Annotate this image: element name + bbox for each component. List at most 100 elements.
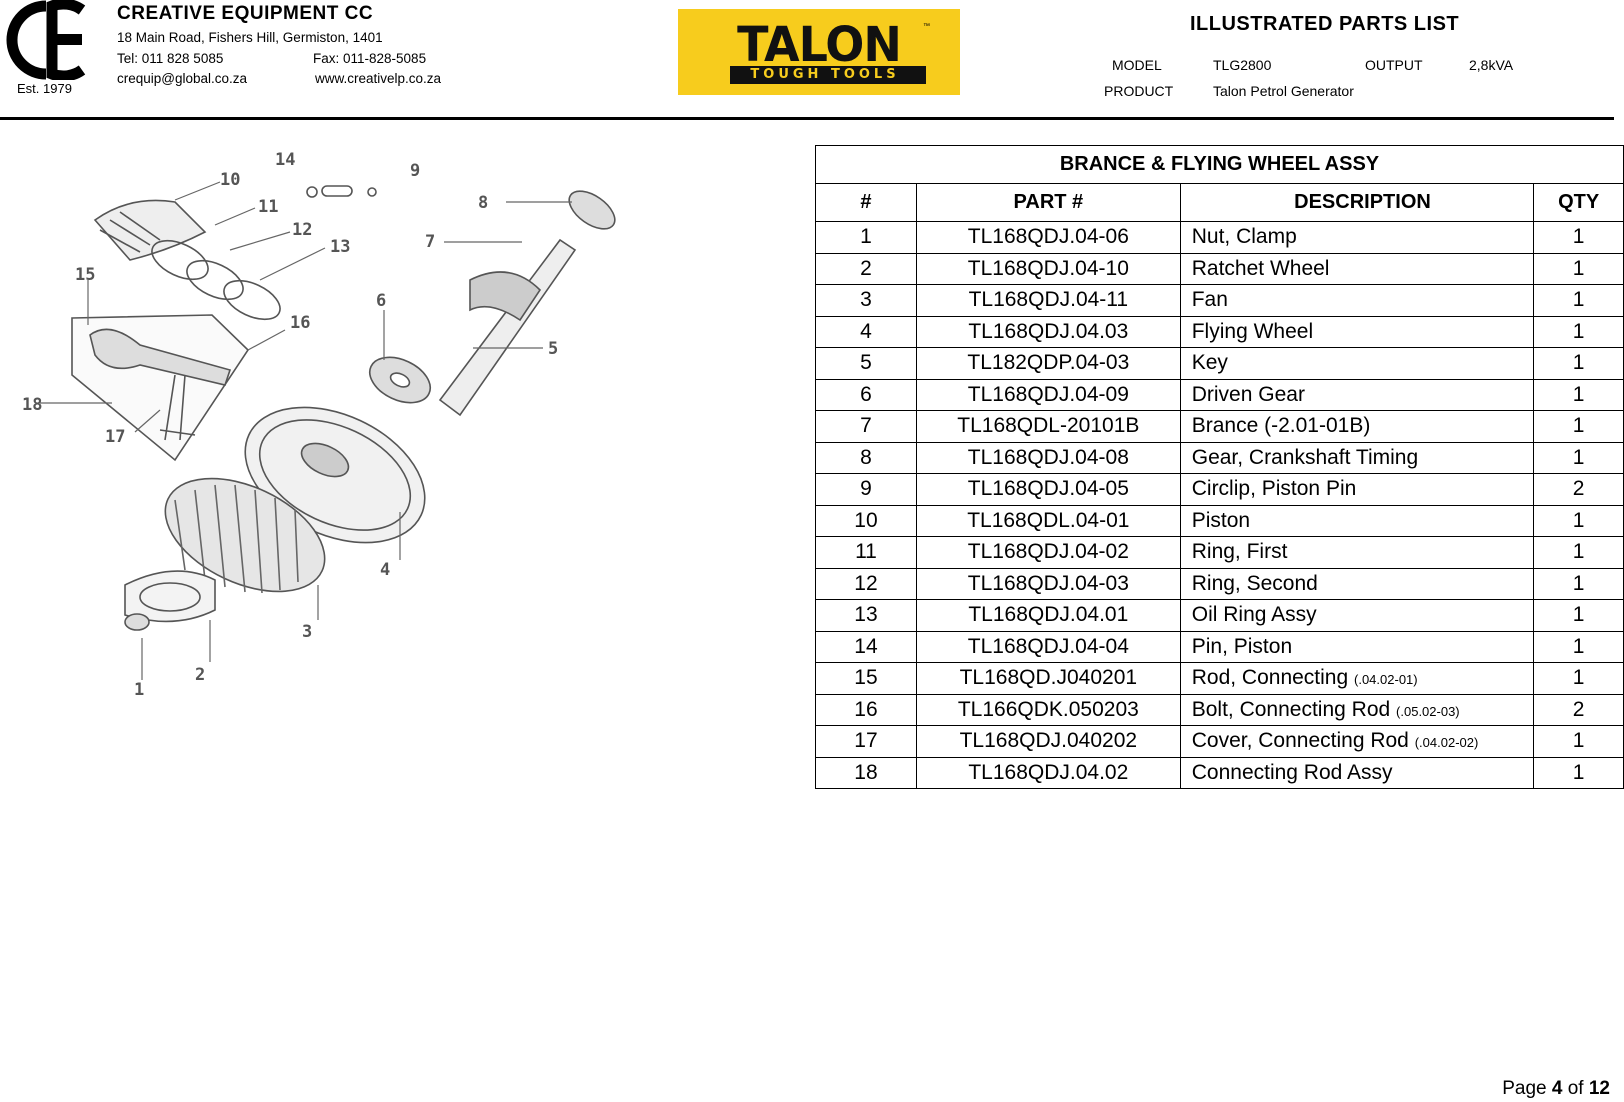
cell-description-text: Circlip, Piston Pin — [1191, 477, 1357, 501]
cell-description: Pin, Piston — [1179, 630, 1535, 663]
model-value: TLG2800 — [1213, 57, 1272, 73]
cell-quantity: 1 — [1533, 504, 1624, 537]
cell-quantity: 1 — [1533, 410, 1624, 443]
cell-quantity-text: 1 — [1572, 571, 1585, 595]
cell-description-text: Ring, Second — [1191, 571, 1318, 595]
cell-quantity-text: 1 — [1572, 666, 1585, 690]
table-row: 12 TL168QDJ.04-03 Ring, Second 1 — [815, 567, 1624, 600]
cell-item-number-text: 10 — [854, 508, 878, 532]
cell-quantity: 1 — [1533, 315, 1624, 348]
cell-description: Key — [1179, 347, 1535, 380]
company-website[interactable]: www.creativelp.co.za — [315, 71, 442, 86]
cell-quantity-text: 1 — [1572, 351, 1585, 375]
company-phone: Tel: 011 828 5085 — [117, 51, 224, 66]
cell-quantity: 1 — [1533, 378, 1624, 411]
company-email[interactable]: crequip@global.co.za — [117, 71, 248, 86]
established-year: Est. 1979 — [17, 81, 72, 96]
cell-description: Bolt, Connecting Rod (.05.02-03) — [1179, 693, 1535, 726]
cell-item-number: 3 — [815, 284, 917, 317]
cell-part-number-text: TL168QDJ.04.01 — [968, 603, 1129, 627]
cell-quantity-text: 1 — [1572, 319, 1585, 343]
cell-description-note: (.04.02-01) — [1354, 672, 1418, 688]
cell-description: Piston — [1179, 504, 1535, 537]
callout-2: 2 — [195, 665, 205, 685]
cell-part-number-text: TL168QDJ.04-03 — [967, 571, 1129, 595]
cell-part-number-text: TL168QDL.04-01 — [967, 508, 1130, 532]
cell-item-number: 10 — [815, 504, 917, 537]
cell-item-number-text: 5 — [860, 351, 872, 375]
cell-description: Ring, First — [1179, 536, 1535, 569]
talon-logo-word: TALON — [737, 15, 902, 73]
cell-quantity: 1 — [1533, 662, 1624, 695]
callout-6: 6 — [376, 291, 386, 311]
cell-quantity: 1 — [1533, 252, 1624, 285]
cell-item-number: 1 — [815, 221, 917, 254]
cell-quantity-text: 1 — [1572, 508, 1585, 532]
talon-tagline-bar — [730, 66, 926, 84]
cell-description-text: Bolt, Connecting Rod — [1191, 697, 1391, 721]
cell-item-number-text: 3 — [860, 288, 872, 312]
cell-quantity-text: 1 — [1572, 760, 1585, 784]
cell-item-number-text: 6 — [860, 382, 872, 406]
cell-part-number: TL166QDK.050203 — [915, 693, 1181, 726]
cell-item-number: 12 — [815, 567, 917, 600]
cell-item-number-text: 18 — [854, 760, 878, 784]
cell-item-number-text: 13 — [854, 603, 878, 627]
cell-part-number: TL168QDJ.04-06 — [915, 221, 1181, 254]
cell-item-number-text: 12 — [854, 571, 878, 595]
callout-16: 16 — [290, 313, 310, 333]
cell-quantity: 1 — [1533, 567, 1624, 600]
cell-quantity: 1 — [1533, 536, 1624, 569]
parts-table: BRANCE & FLYING WHEEL ASSY # PART # DESC… — [815, 145, 1624, 789]
cell-part-number: TL168QDJ.04.02 — [915, 756, 1181, 789]
cell-quantity: 1 — [1533, 725, 1624, 758]
cell-description-text: Gear, Crankshaft Timing — [1191, 445, 1419, 469]
cell-item-number-text: 1 — [860, 225, 872, 249]
cell-part-number-text: TL168QDJ.04-05 — [967, 477, 1129, 501]
cell-part-number-text: TL168QDJ.04-10 — [967, 256, 1129, 280]
product-value: Talon Petrol Generator — [1213, 83, 1354, 99]
callout-3: 3 — [302, 622, 312, 642]
cell-item-number-text: 9 — [860, 477, 872, 501]
cell-description-text: Pin, Piston — [1191, 634, 1293, 658]
page-prefix: Page — [1502, 1078, 1547, 1099]
cell-item-number: 5 — [815, 347, 917, 380]
company-name: CREATIVE EQUIPMENT CC — [117, 3, 374, 24]
callout-15: 15 — [75, 265, 95, 285]
cell-description: Flying Wheel — [1179, 315, 1535, 348]
total-pages: 12 — [1588, 1078, 1610, 1099]
cell-description-text: Ring, First — [1191, 540, 1288, 564]
cell-item-number: 16 — [815, 693, 917, 726]
cell-part-number: TL168QDJ.04-11 — [915, 284, 1181, 317]
page-indicator: Page 4 of 12 — [1502, 1078, 1610, 1100]
cell-quantity-text: 1 — [1572, 634, 1585, 658]
cell-item-number-text: 11 — [855, 540, 877, 564]
cell-quantity-text: 1 — [1572, 414, 1585, 438]
cell-description-text: Nut, Clamp — [1191, 225, 1297, 249]
cell-description: Ring, Second — [1179, 567, 1535, 600]
cell-part-number-text: TL168QDJ.04-08 — [967, 445, 1129, 469]
cell-description: Cover, Connecting Rod (.04.02-02) — [1179, 725, 1535, 758]
company-fax: Fax: 011-828-5085 — [313, 51, 427, 66]
cell-part-number-text: TL168QDJ.04.02 — [968, 760, 1129, 784]
cell-part-number: TL168QDJ.04.01 — [915, 599, 1181, 632]
piston-shape — [93, 199, 207, 261]
cell-part-number: TL168QDL-20101B — [915, 410, 1181, 443]
cell-quantity: 1 — [1533, 284, 1624, 317]
cell-quantity: 1 — [1533, 599, 1624, 632]
cell-description: Nut, Clamp — [1179, 221, 1535, 254]
cell-description-text: Key — [1191, 351, 1228, 375]
cell-description: Oil Ring Assy — [1179, 599, 1535, 632]
callout-4: 4 — [380, 560, 390, 580]
talon-tagline: TOUGH TOOLS — [750, 67, 900, 82]
cell-item-number-text: 17 — [854, 729, 878, 753]
